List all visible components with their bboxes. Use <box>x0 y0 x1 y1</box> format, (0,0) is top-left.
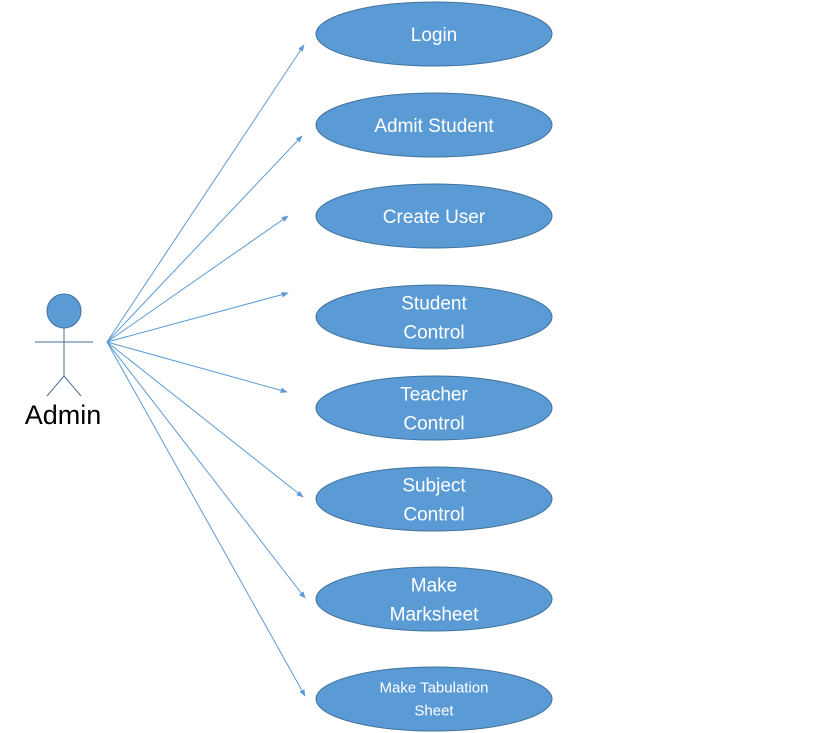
use-case-label: Control <box>403 323 464 344</box>
connectors-group <box>106 44 306 697</box>
use-case-label: Login <box>411 25 458 46</box>
actor-head-icon <box>46 293 82 329</box>
actor-right-leg <box>63 375 82 397</box>
use-case-label: Sheet <box>414 703 454 720</box>
use-case-label: Make <box>411 576 457 597</box>
use-case-label: Admit Student <box>374 116 494 137</box>
use-case-ellipse <box>315 183 553 249</box>
actor-left-leg <box>46 375 65 397</box>
use-case-admit-student: Admit Student <box>315 92 553 158</box>
use-case-ellipse <box>315 566 553 632</box>
use-case-label: Marksheet <box>390 605 479 626</box>
use-case-label: Create User <box>383 207 486 228</box>
use-case-ellipse <box>315 666 553 732</box>
use-case-create-user: Create User <box>315 183 553 249</box>
admin-actor: Admin <box>25 293 102 430</box>
association-arrow-create-user <box>106 215 289 343</box>
association-arrow-subject-control <box>106 341 304 498</box>
use-case-ellipse <box>315 375 553 441</box>
use-case-label: Student <box>401 294 467 315</box>
association-arrow-teacher-control <box>106 341 288 394</box>
association-arrow-admit-student <box>106 135 303 343</box>
association-arrow-student-control <box>106 291 289 343</box>
use-case-label: Teacher <box>400 385 468 406</box>
use-case-login: Login <box>315 1 553 67</box>
use-case-label: Subject <box>402 476 466 497</box>
association-arrow-make-marksheet <box>106 341 306 599</box>
actor-label: Admin <box>25 400 102 430</box>
use-case-label: Control <box>403 414 464 435</box>
use-case-ellipse <box>315 92 553 158</box>
association-arrow-login <box>106 44 305 343</box>
use-case-label: Make Tabulation <box>380 680 489 697</box>
association-arrow-make-tabulation-sheet <box>106 341 306 697</box>
use-case-ellipse <box>315 466 553 532</box>
use-case-label: Control <box>403 505 464 526</box>
use-case-ellipse <box>315 1 553 67</box>
use-case-ellipse <box>315 284 553 350</box>
